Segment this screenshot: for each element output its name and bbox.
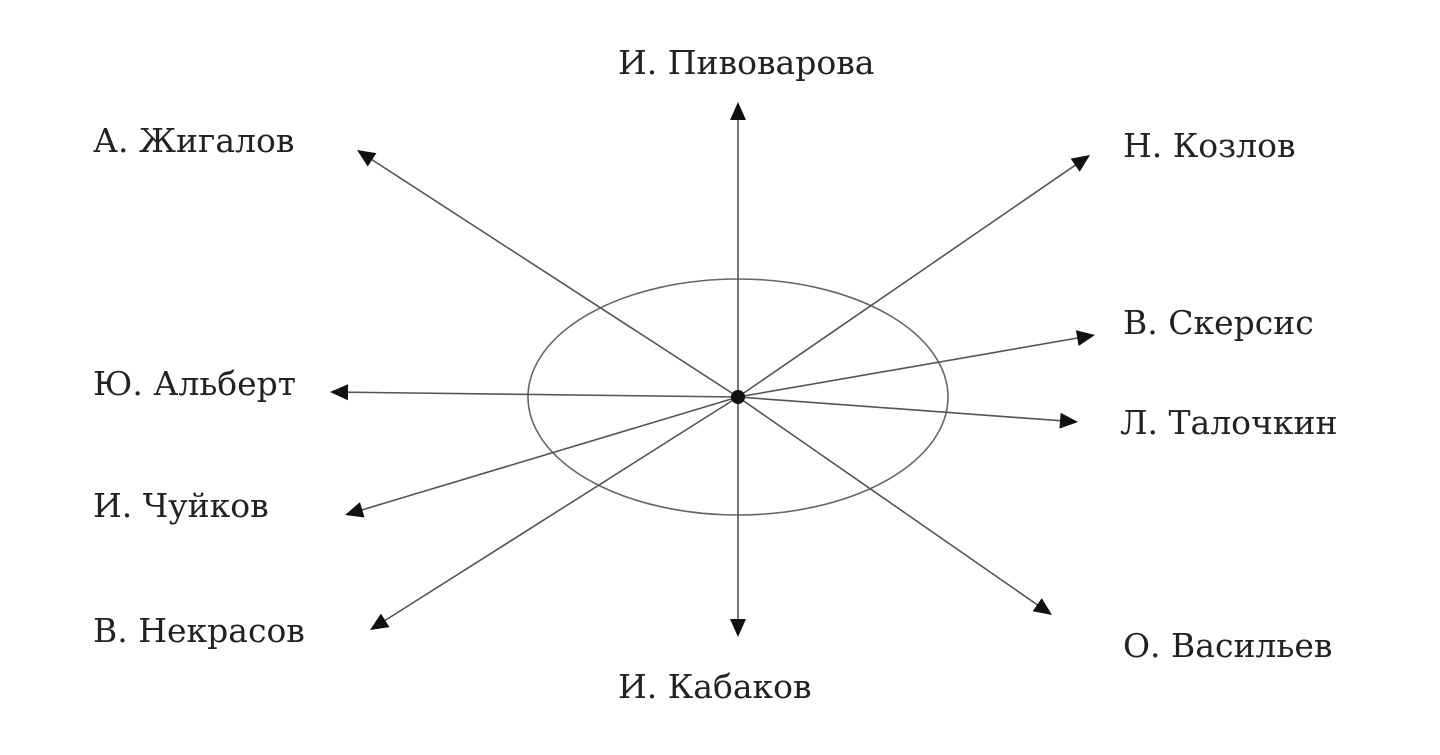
arrow-line-nekrasov [381, 396, 739, 624]
arrowhead-pivovarova [730, 102, 746, 120]
arrowhead-talochkin [1059, 412, 1078, 429]
arrowhead-vasiliev [1032, 598, 1052, 615]
arrow-line-kozlov [737, 162, 1079, 398]
arrow-line-zhigalov [368, 156, 739, 398]
label-nekrasov: В. Некрасов [93, 611, 305, 650]
arrowhead-kozlov [1070, 155, 1090, 172]
arrow-line-vasiliev [737, 396, 1041, 608]
arrowhead-nekrasov [370, 613, 390, 630]
arrow-line-chuikov [358, 396, 739, 512]
label-skersis: В. Скерсис [1123, 303, 1314, 342]
label-zhigalov: А. Жигалов [93, 121, 294, 160]
arrow-line-albert [343, 391, 739, 398]
label-vasiliev: О. Васильев [1123, 626, 1332, 665]
label-pivovarova: И. Пивоварова [618, 43, 874, 82]
arrowhead-chuikov [345, 502, 365, 518]
label-kabakov: И. Кабаков [618, 667, 812, 706]
arrowhead-kabakov [730, 619, 746, 637]
arrowhead-zhigalov [357, 150, 377, 167]
label-chuikov: И. Чуйков [93, 486, 269, 525]
arrow-line-skersis [737, 336, 1082, 398]
arrowhead-albert [330, 384, 349, 401]
label-albert: Ю. Альберт [93, 364, 296, 403]
arrowhead-skersis [1075, 330, 1095, 346]
center-dot [731, 390, 745, 404]
arrow-line-talochkin [737, 396, 1065, 422]
label-kozlov: Н. Козлов [1123, 126, 1296, 165]
label-talochkin: Л. Талочкин [1120, 403, 1337, 442]
